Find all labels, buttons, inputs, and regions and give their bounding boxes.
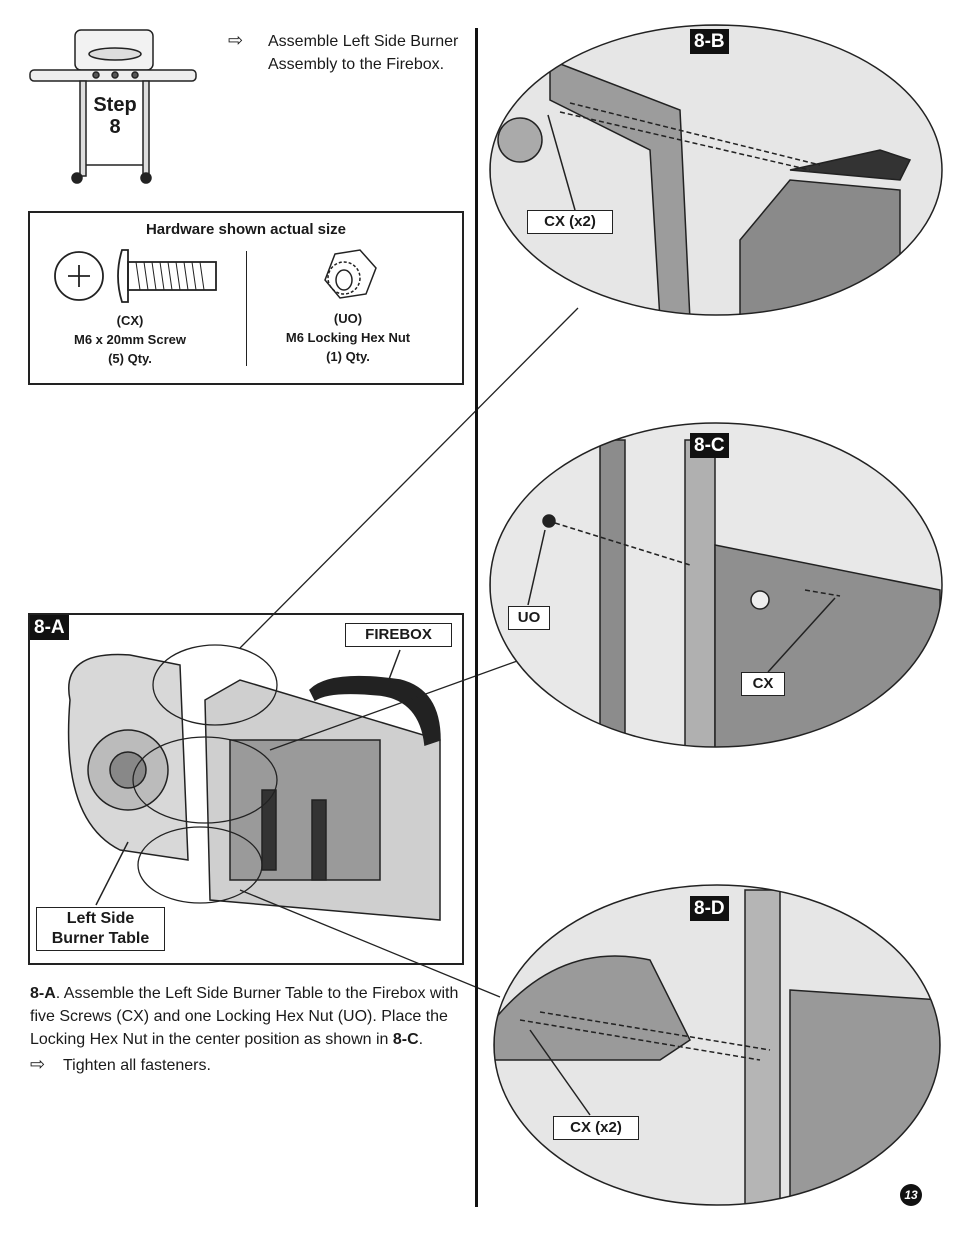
figure-8a-tag: 8-A — [30, 615, 69, 640]
uo-label: UO — [508, 606, 550, 630]
instructions: 8-A. Assemble the Left Side Burner Table… — [30, 982, 460, 1077]
hardware-name: M6 x 20mm Screw — [73, 332, 186, 347]
arrow-right-icon: ⇨ — [30, 1054, 46, 1074]
firebox-assembly-illustration — [67, 649, 441, 921]
firebox-label: FIREBOX — [345, 623, 452, 647]
detail-8c-illustration — [489, 422, 943, 748]
instruction-text: . Assemble the Left Side Burner Table to… — [30, 985, 459, 1048]
cx-x2-label-8d: CX (x2) — [553, 1116, 639, 1140]
intro-line-2: Assembly to the Firebox. — [268, 56, 445, 73]
instruction-tighten: ⇨ Tighten all fasteners. — [30, 1053, 460, 1077]
hardware-code: (CX) — [116, 313, 144, 328]
instruction-ref-8c: 8-C — [392, 1031, 419, 1048]
hardware-item-cx: (CX) M6 x 20mm Screw (5) Qty. — [40, 311, 220, 368]
intro-text: Assemble Left Side Burner Assembly to th… — [268, 30, 468, 76]
instruction-8a: 8-A. Assemble the Left Side Burner Table… — [30, 982, 460, 1051]
cx-x2-label-8b: CX (x2) — [527, 210, 613, 234]
detail-8d-illustration — [493, 884, 941, 1206]
grill-thumbnail — [29, 29, 197, 184]
step-label: Step 8 — [88, 94, 142, 138]
hardware-divider — [246, 251, 247, 366]
tighten-text: Tighten all fasteners. — [63, 1057, 211, 1074]
detail-8b-illustration — [489, 24, 943, 316]
page-number: 13 — [900, 1184, 922, 1206]
figure-8a-frame — [28, 613, 464, 965]
hardware-name: M6 Locking Hex Nut — [285, 330, 411, 345]
screw-icon — [54, 249, 217, 303]
arrow-right-icon: ⇨ — [228, 30, 244, 50]
hardware-item-uo: (UO) M6 Locking Hex Nut (1) Qty. — [258, 309, 438, 366]
hardware-qty: (5) Qty. — [108, 351, 152, 366]
hardware-title: Hardware shown actual size — [145, 221, 347, 238]
hex-nut-icon — [324, 249, 377, 299]
figure-8d-tag: 8-D — [690, 896, 729, 921]
step-number: 8 — [109, 116, 121, 138]
intro-line-1: Assemble Left Side Burner — [268, 33, 459, 50]
column-divider — [475, 28, 478, 1207]
step-word: Step — [93, 94, 137, 116]
hardware-box: Hardware shown actual size (CX) M6 x 20m… — [28, 211, 464, 385]
instruction-ref: 8-A — [30, 985, 56, 1002]
burner-table-line-2: Burner Table — [51, 930, 150, 947]
hardware-qty: (1) Qty. — [326, 349, 370, 364]
burner-table-label: Left Side Burner Table — [36, 907, 165, 951]
burner-table-line-1: Left Side — [66, 910, 135, 927]
hardware-code: (UO) — [333, 311, 363, 326]
figure-8c-tag: 8-C — [690, 433, 729, 458]
cx-label-8c: CX — [741, 672, 785, 696]
instruction-end: . — [418, 1031, 424, 1048]
figure-8b-tag: 8-B — [690, 29, 729, 54]
